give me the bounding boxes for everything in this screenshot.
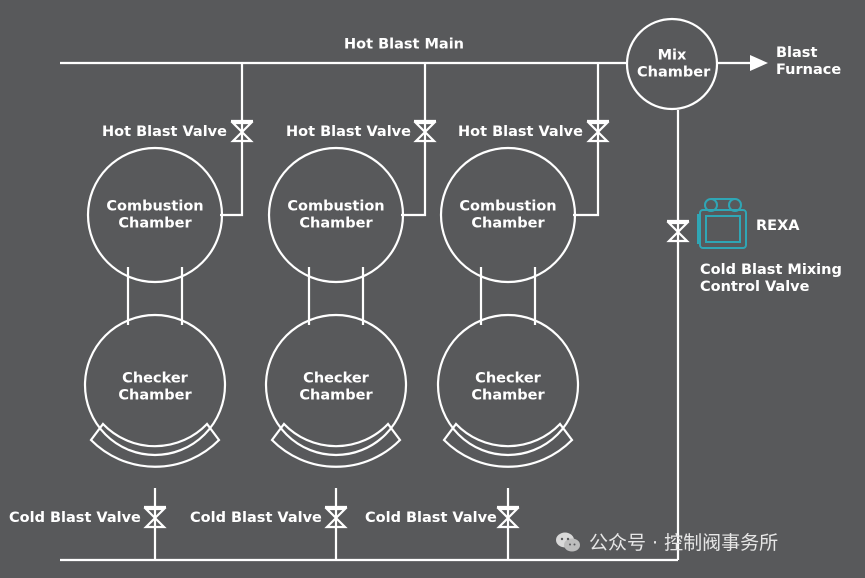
cold-blast-mixing-valve-icon [666, 219, 690, 243]
cold-blast-valve-icon-1-upper [143, 507, 167, 520]
combustion-chamber-circle-2 [267, 146, 405, 284]
hot-blast-riser-pipe-2 [401, 63, 427, 217]
combustion-chamber-circle-1 [86, 146, 224, 284]
cold-blast-valve-icon-3-upper [496, 507, 520, 520]
hot-blast-valve-icon-3-upper [586, 121, 610, 134]
cold-blast-valve-label-2: Cold Blast Valve [190, 510, 322, 526]
watermark-text: 公众号 · 控制阀事务所 [589, 532, 779, 554]
checker-chamber-circle-3 [436, 313, 580, 457]
combustion-chamber-label-3: Combustion Chamber [459, 198, 557, 231]
cold-blast-valve-icon-2-lower [324, 516, 348, 529]
hot-blast-valve-label-2: Hot Blast Valve [286, 124, 411, 140]
checker-chamber-label-3: Checker Chamber [471, 370, 545, 403]
cold-blast-valve-icon-3-lower [496, 516, 520, 529]
cold-blast-valve-label-1: Cold Blast Valve [9, 510, 141, 526]
mix-chamber-label: Mix Chamber [637, 47, 711, 80]
rexa-actuator-icon [697, 198, 747, 249]
hot-blast-valve-icon-1-upper [230, 121, 254, 134]
checker-chamber-label-1: Checker Chamber [118, 370, 192, 403]
mix-chamber-circle [625, 17, 719, 111]
rexa-label: REXA [756, 218, 800, 234]
hot-blast-valve-label-3: Hot Blast Valve [458, 124, 583, 140]
checker-base-2 [270, 422, 402, 468]
hot-blast-valve-label-1: Hot Blast Valve [102, 124, 227, 140]
hot-blast-valve-icon-1-lower [230, 130, 254, 143]
watermark: 公众号 · 控制阀事务所 [555, 528, 778, 555]
combustion-chamber-label-2: Combustion Chamber [287, 198, 385, 231]
combustion-chamber-circle-3 [439, 146, 577, 284]
hot-blast-valve-icon-3-lower [586, 130, 610, 143]
cold-blast-mixing-control-valve-label: Cold Blast Mixing Control Valve [700, 262, 842, 295]
blast-furnace-label: Blast Furnace [776, 45, 842, 78]
hot-blast-riser-pipe-3 [573, 63, 600, 217]
hot-blast-main-label: Hot Blast Main [343, 36, 465, 53]
arrow-right-icon [750, 55, 768, 71]
checker-chamber-circle-1 [83, 313, 227, 457]
checker-base-1 [89, 422, 221, 468]
cold-blast-valve-label-3: Cold Blast Valve [365, 510, 497, 526]
checker-chamber-label-2: Checker Chamber [299, 370, 373, 403]
hot-blast-riser-pipe-1 [220, 63, 244, 217]
hot-blast-valve-icon-2-upper [413, 121, 437, 134]
checker-base-3 [442, 422, 574, 468]
hot-blast-valve-icon-2-lower [413, 130, 437, 143]
wechat-icon [556, 532, 580, 551]
cold-blast-valve-icon-2-upper [324, 507, 348, 520]
combustion-chamber-label-1: Combustion Chamber [106, 198, 204, 231]
cold-blast-valve-icon-1-lower [143, 516, 167, 529]
checker-chamber-circle-2 [264, 313, 408, 457]
